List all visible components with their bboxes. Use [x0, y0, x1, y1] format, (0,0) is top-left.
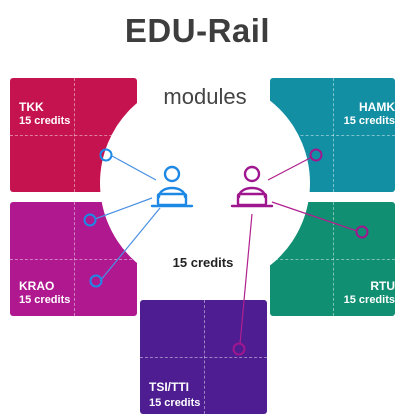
module-credits: 15 credits: [19, 115, 71, 127]
module-card-krao: KRAO 15 credits: [10, 202, 137, 316]
connector-dot: [355, 225, 369, 239]
left-connector-dots: [83, 148, 113, 288]
module-name: KRAO: [19, 279, 55, 293]
module-card-tsi-tti: TSI/TTI 15 credits: [140, 300, 267, 414]
module-name: TKK: [19, 100, 44, 114]
module-credits: 15 credits: [19, 294, 71, 306]
center-credits: 15 credits: [172, 255, 234, 270]
module-name: TSI/TTI: [149, 380, 189, 394]
connector-dot: [83, 213, 97, 227]
module-card-hamk: HAMK 15 credits: [270, 78, 395, 192]
subtitle: modules: [163, 84, 247, 109]
module-credits: 15 credits: [149, 397, 201, 409]
module-name: HAMK: [359, 100, 395, 114]
module-credits: 15 credits: [343, 294, 395, 306]
person-at-laptop-icon: [230, 165, 274, 208]
left-connector-lines: [94, 155, 161, 282]
right-connector-dots: [232, 148, 369, 356]
page-title: EDU-Rail: [124, 12, 271, 49]
connector-dot: [99, 148, 113, 162]
person-at-laptop-icon: [150, 165, 194, 208]
module-name: RTU: [370, 279, 395, 293]
connector-dot: [232, 342, 246, 356]
center-circle: [100, 78, 310, 288]
connector-dot: [309, 148, 323, 162]
connector-dot: [89, 274, 103, 288]
module-credits: 15 credits: [343, 115, 395, 127]
right-connector-lines: [239, 156, 358, 345]
